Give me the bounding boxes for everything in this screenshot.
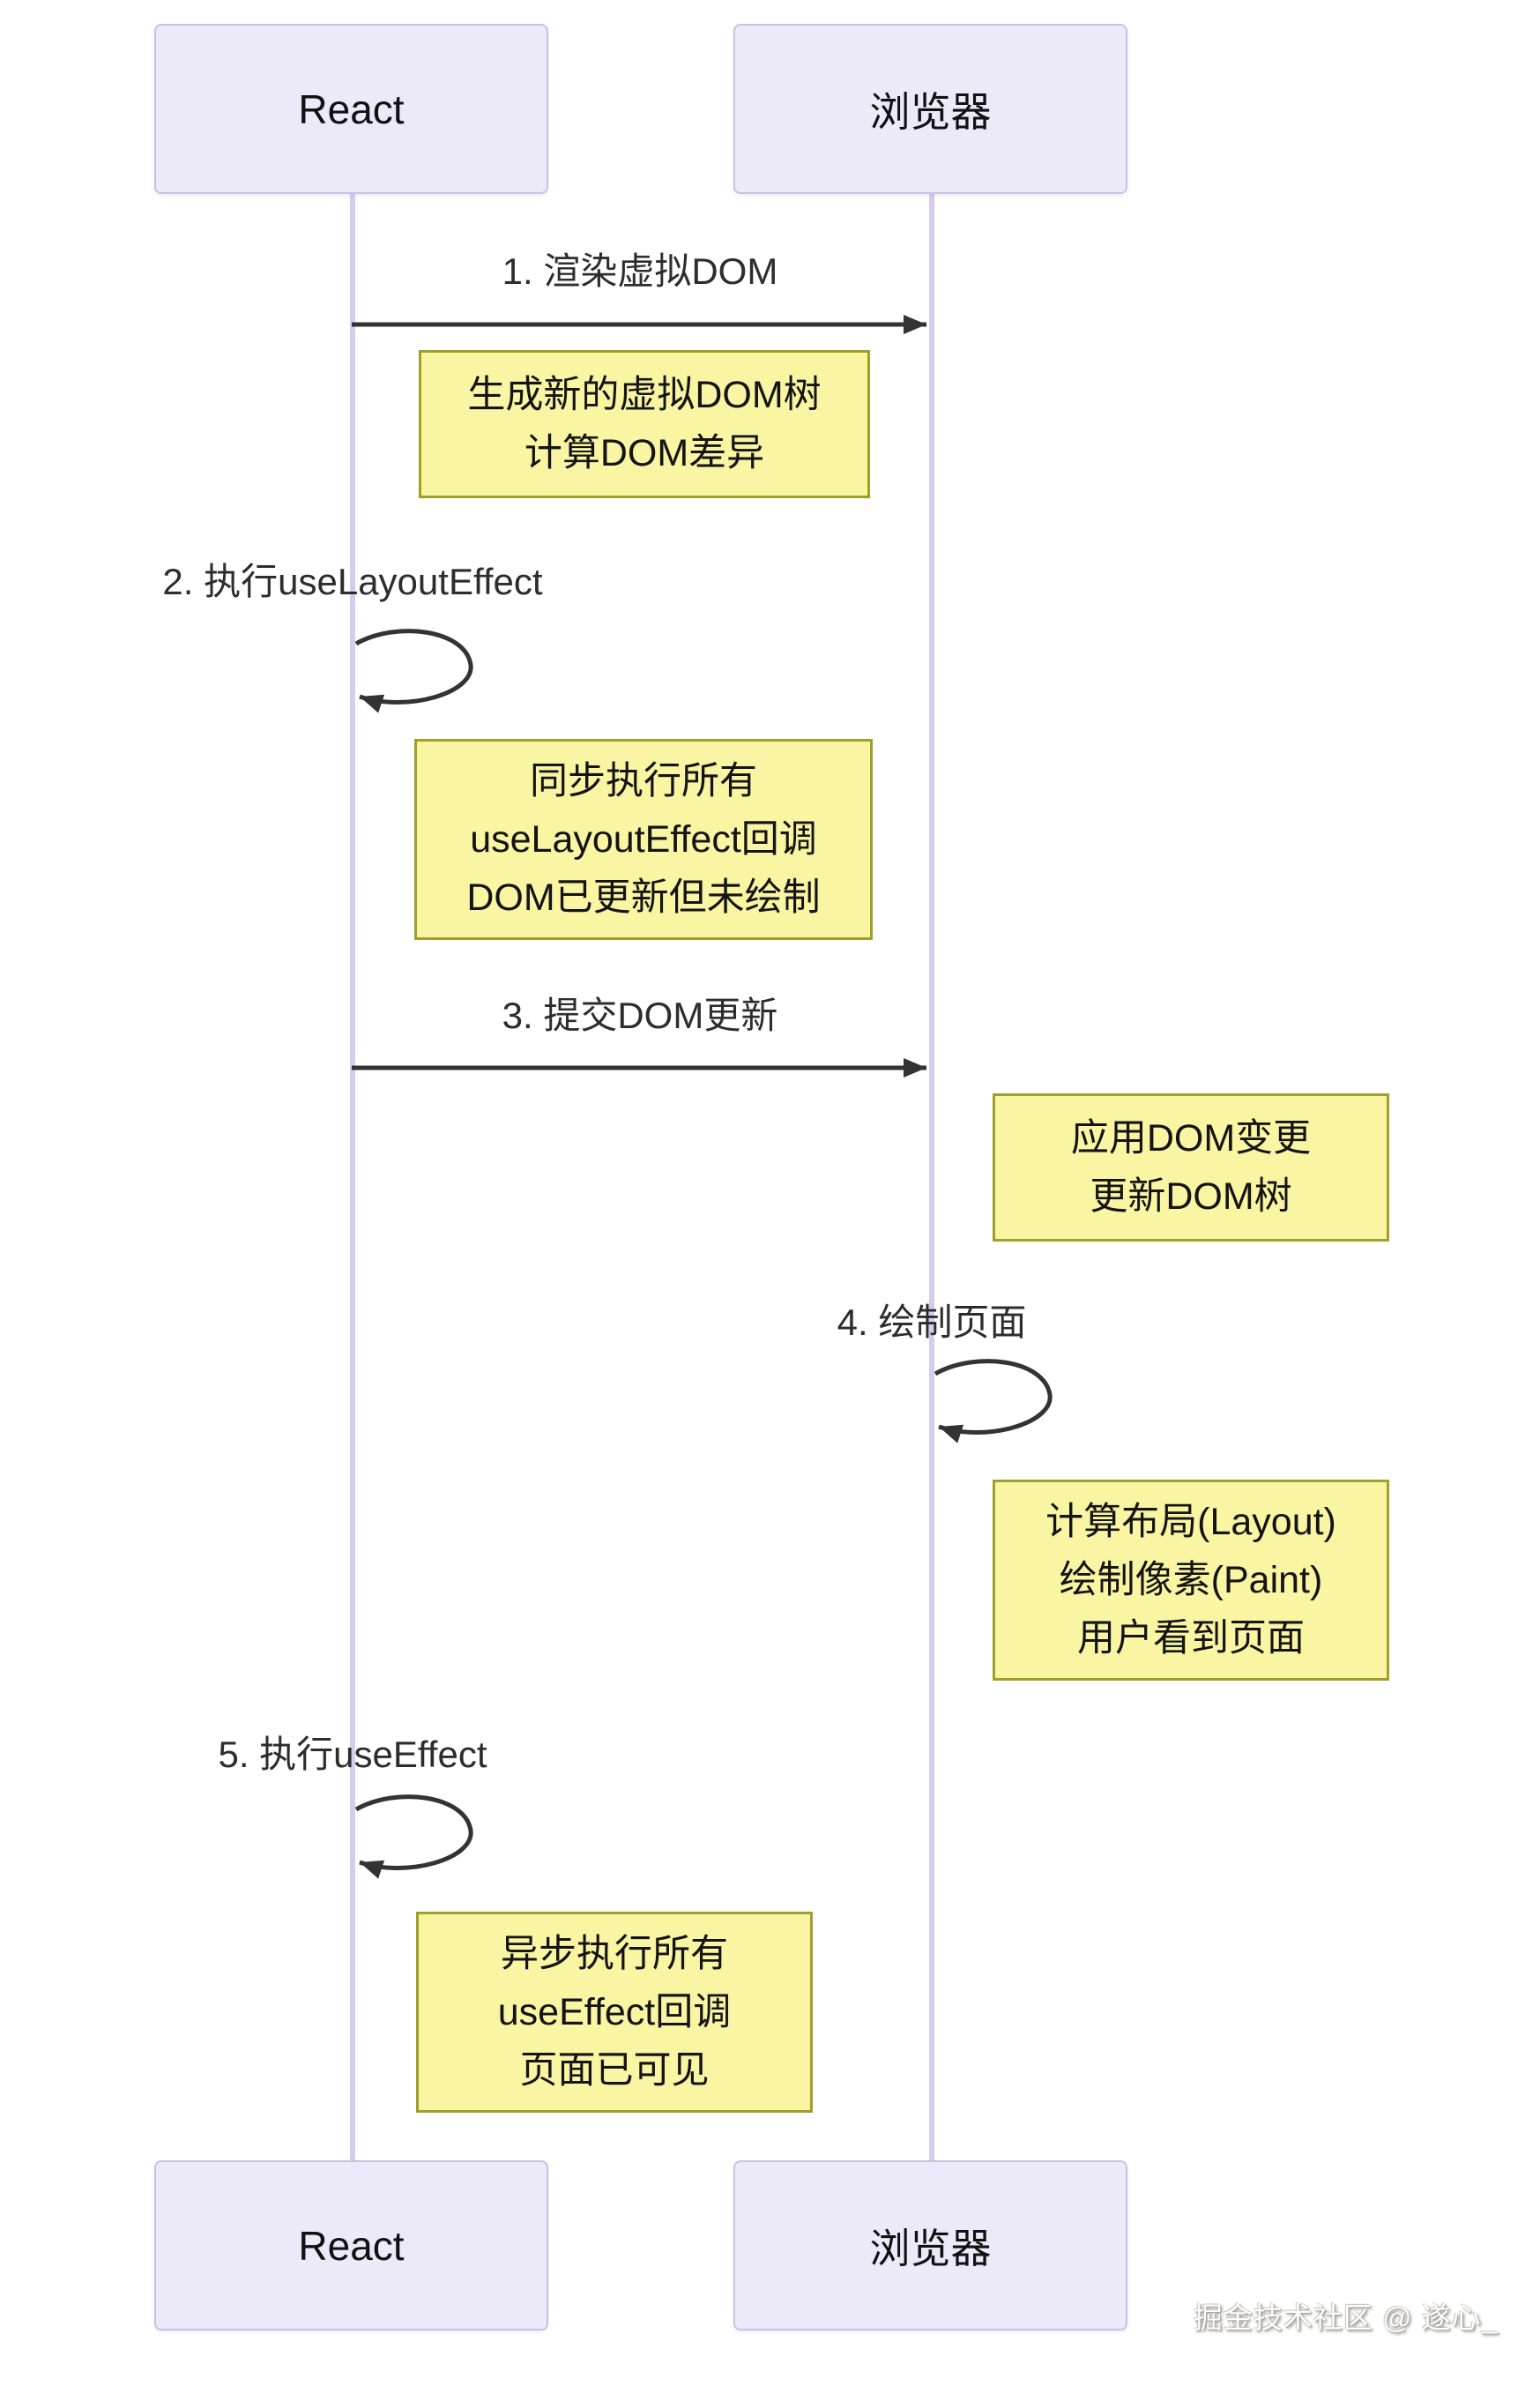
lifeline-browser bbox=[929, 194, 934, 2162]
note-4-line-1: 计算布局(Layout) bbox=[1045, 1501, 1336, 1543]
message-1-label: 1. 渲染虚拟DOM bbox=[502, 250, 778, 292]
note-2-line-2: useLayoutEffect回调 bbox=[470, 818, 817, 861]
note-2-line-3: DOM已更新但未绘制 bbox=[466, 876, 821, 919]
note-2-line-1: 同步执行所有 bbox=[530, 760, 757, 802]
note-5-line-3: 页面已可见 bbox=[519, 2049, 710, 2092]
message-1-arrow bbox=[352, 315, 926, 334]
note-5: 异步执行所有 useEffect回调 页面已可见 bbox=[416, 1912, 813, 2113]
note-1: 生成新的虚拟DOM树 计算DOM差异 bbox=[419, 350, 870, 498]
message-3-label: 3. 提交DOM更新 bbox=[502, 995, 778, 1036]
lifeline-react bbox=[350, 194, 355, 2162]
actor-browser-top-label: 浏览器 bbox=[869, 88, 992, 135]
note-1-line-1: 生成新的虚拟DOM树 bbox=[467, 374, 822, 416]
actor-browser-bottom: 浏览器 bbox=[733, 2160, 1127, 2331]
note-2: 同步执行所有 useLayoutEffect回调 DOM已更新但未绘制 bbox=[414, 739, 873, 940]
note-1-line-2: 计算DOM差异 bbox=[524, 432, 765, 474]
actor-react-top-label: React bbox=[298, 86, 405, 132]
note-4-line-2: 绘制像素(Paint) bbox=[1059, 1559, 1323, 1601]
actor-browser-top: 浏览器 bbox=[733, 24, 1127, 194]
message-5-label: 5. 执行useEffect bbox=[218, 1734, 487, 1775]
note-3-line-1: 应用DOM变更 bbox=[1070, 1117, 1312, 1160]
message-2-self-loop-arrow bbox=[354, 629, 473, 713]
message-4-self-loop-arrow bbox=[934, 1359, 1053, 1443]
actor-react-bottom: React bbox=[154, 2160, 548, 2331]
actor-react-top: React bbox=[154, 24, 548, 194]
note-4-line-3: 用户看到页面 bbox=[1077, 1617, 1305, 1659]
note-5-line-2: useEffect回调 bbox=[497, 1991, 732, 2033]
message-5-self-loop-arrow bbox=[354, 1794, 473, 1879]
message-4-label: 4. 绘制页面 bbox=[837, 1301, 1027, 1343]
message-3-arrow bbox=[352, 1058, 926, 1078]
watermark: 掘金技术社区 @ 遂心_ bbox=[1193, 2301, 1499, 2334]
actor-browser-bottom-label: 浏览器 bbox=[869, 2225, 992, 2271]
actor-react-bottom-label: React bbox=[298, 2222, 405, 2269]
note-5-line-1: 异步执行所有 bbox=[501, 1933, 728, 1975]
message-2-label: 2. 执行useLayoutEffect bbox=[162, 561, 543, 602]
note-3: 应用DOM变更 更新DOM树 bbox=[993, 1093, 1389, 1242]
note-4: 计算布局(Layout) 绘制像素(Paint) 用户看到页面 bbox=[993, 1480, 1389, 1681]
note-3-line-2: 更新DOM树 bbox=[1090, 1175, 1292, 1218]
